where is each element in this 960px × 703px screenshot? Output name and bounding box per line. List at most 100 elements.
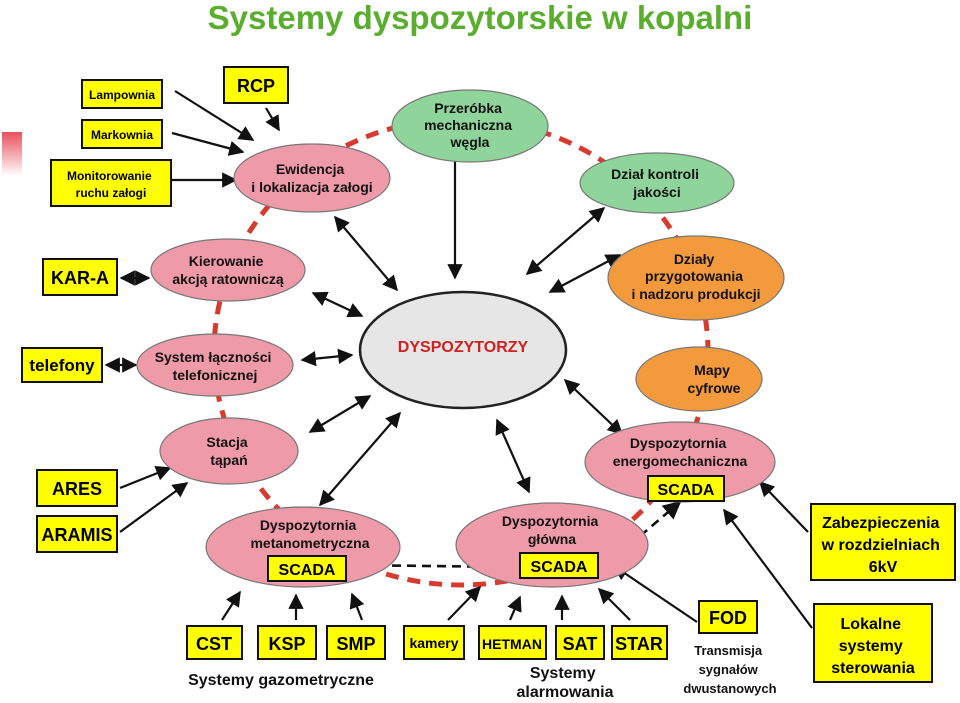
svg-text:Dział kontroli jakości: Dział kontroli jakości bbox=[611, 166, 703, 200]
node-stacja-tapan[interactable]: Stacja tąpań bbox=[159, 417, 299, 485]
center-node[interactable] bbox=[358, 290, 568, 410]
box-lokalne-line3: sterowania bbox=[831, 660, 915, 677]
arrow-rcp-ewidencja bbox=[265, 107, 280, 132]
box-monitorowanie-line1: Monitorowanie bbox=[67, 169, 152, 183]
arrow-aramis-stacja bbox=[119, 482, 189, 533]
box-sat[interactable] bbox=[555, 625, 605, 660]
node-ewidencja[interactable]: Ewidencja i lokalizacja załogi bbox=[233, 143, 391, 213]
svg-text:Przeróbka mechaniczna: Przeróbka mechaniczna węgla bbox=[424, 100, 516, 150]
node-glowna[interactable]: Dyspozytornia główna bbox=[455, 502, 649, 588]
box-sat-label: SAT bbox=[563, 634, 598, 654]
arrow-markownia-ewidencja bbox=[171, 131, 245, 156]
svg-text:Mapy cyfrowe: Mapy cyfrowe bbox=[688, 362, 741, 396]
box-lokalne[interactable] bbox=[813, 603, 933, 683]
node-dzialy-przygotowania[interactable]: Działy przygotowania i nadzoru produkcji bbox=[607, 235, 785, 321]
box-scada-energo[interactable] bbox=[647, 475, 725, 502]
arrow-center-kontrola bbox=[525, 206, 606, 276]
svg-text:Dyspozytornia główna: Dyspozytornia główna bbox=[502, 513, 602, 547]
box-ksp-label: KSP bbox=[268, 634, 305, 654]
svg-text:Działy przygotowania: Działy przygotowania i nadzoru produkcji bbox=[631, 251, 760, 302]
node-dzial-kontroli[interactable]: Dział kontroli jakości bbox=[579, 152, 735, 214]
arrow-center-system bbox=[300, 348, 354, 367]
node-metanometryczna[interactable]: Dyspozytornia metanometryczna bbox=[205, 506, 401, 588]
box-hetman[interactable] bbox=[478, 625, 547, 660]
box-scada-metano-label: SCADA bbox=[279, 562, 336, 579]
node-energo-line1: Dyspozytornia bbox=[630, 435, 727, 451]
box-smp[interactable] bbox=[326, 625, 386, 660]
box-scada-glowna[interactable] bbox=[519, 552, 599, 579]
node-kierowanie-line2: akcją ratowniczą bbox=[172, 271, 283, 287]
box-zabezpieczenia-line2: w rozdzielniach bbox=[821, 537, 940, 554]
svg-text:Zabezpieczenia w rozdzieln: Zabezpieczenia w rozdzielniach 6kV bbox=[821, 515, 945, 576]
arrow-center-energo bbox=[563, 378, 624, 436]
arrow-star-glowna bbox=[597, 587, 631, 621]
box-monitorowanie[interactable] bbox=[50, 159, 172, 207]
node-ewidencja-line1: Ewidencja bbox=[276, 161, 345, 177]
box-kamery[interactable] bbox=[403, 625, 465, 660]
node-kierowanie[interactable]: Kierowanie akcją ratowniczą bbox=[150, 238, 306, 302]
box-ares[interactable] bbox=[36, 469, 118, 507]
box-star-label: STAR bbox=[615, 634, 663, 654]
box-cst-label: CST bbox=[196, 634, 232, 654]
box-aramis[interactable] bbox=[36, 515, 118, 553]
box-markownia-label: Markownia bbox=[91, 128, 153, 142]
svg-text:Lokalne systemy sterow: Lokalne systemy sterowania bbox=[831, 616, 915, 677]
arrow-ares-stacja bbox=[119, 465, 172, 490]
node-energomechaniczna[interactable]: Dyspozytornia energomechaniczna bbox=[584, 421, 776, 503]
box-ares-label: ARES bbox=[52, 479, 102, 499]
node-system-line2: telefonicznej bbox=[173, 367, 258, 383]
box-rcp-label: RCP bbox=[237, 76, 275, 96]
arrow-center-glowna bbox=[495, 418, 531, 494]
svg-text:Transmisja sygnałów dw: Transmisja sygnałów dwustanowych bbox=[683, 643, 776, 696]
node-przerobka[interactable]: Przeróbka mechaniczna węgla bbox=[391, 89, 549, 163]
box-zabezpieczenia[interactable] bbox=[810, 503, 956, 581]
box-monitorowanie-line2: ruchu załogi bbox=[76, 186, 147, 200]
box-fod[interactable] bbox=[698, 600, 758, 634]
node-dzialy-line2: przygotowania bbox=[645, 268, 743, 284]
box-ksp[interactable] bbox=[257, 625, 317, 660]
decorative-shape bbox=[2, 132, 22, 176]
caption-transmisja-line1: Transmisja bbox=[694, 643, 763, 658]
box-rcp[interactable] bbox=[223, 66, 289, 104]
node-przerobka-line2: mechaniczna bbox=[424, 117, 512, 133]
node-przerobka-line3: węgla bbox=[450, 134, 490, 150]
box-lampownia-label: Lampownia bbox=[89, 88, 155, 102]
arrow-center-stacja bbox=[308, 395, 372, 433]
node-kierowanie-line1: Kierowanie bbox=[189, 253, 264, 269]
arrow-center-ewidencja bbox=[334, 215, 398, 292]
box-lokalne-line1: Lokalne bbox=[841, 616, 902, 633]
arrow-lampownia-ewidencja bbox=[174, 90, 255, 141]
node-dzialy-line1: Działy bbox=[674, 251, 715, 267]
node-mapy[interactable]: Mapy cyfrowe bbox=[635, 346, 763, 412]
box-aramis-label: ARAMIS bbox=[42, 525, 113, 545]
box-kar-a-label: KAR-A bbox=[51, 268, 109, 288]
node-stacja-line2: tąpań bbox=[210, 452, 247, 468]
box-star[interactable] bbox=[611, 625, 668, 660]
node-przerobka-line1: Przeróbka bbox=[434, 100, 502, 116]
node-ewidencja-line2: i lokalizacja załogi bbox=[251, 179, 372, 195]
node-energo-line2: energomechaniczna bbox=[613, 453, 748, 469]
box-scada-metano[interactable] bbox=[267, 555, 347, 582]
arrow-lokalne-energo bbox=[723, 508, 813, 629]
node-system-lacznosci[interactable]: System łączności telefonicznej bbox=[136, 333, 294, 397]
box-cst[interactable] bbox=[186, 625, 243, 660]
node-dzial-kontroli-line1: Dział kontroli bbox=[611, 166, 699, 182]
box-markownia[interactable] bbox=[81, 119, 163, 149]
box-kar-a[interactable] bbox=[42, 258, 118, 296]
arrow-kamery-glowna bbox=[447, 585, 482, 621]
caption-transmisja-line3: dwustanowych bbox=[683, 681, 776, 696]
node-stacja-line1: Stacja bbox=[206, 434, 247, 450]
box-lampownia[interactable] bbox=[81, 79, 163, 109]
caption-alarmowania-line1: Systemy bbox=[530, 665, 596, 682]
node-mapy-line2: cyfrowe bbox=[688, 380, 741, 396]
box-hetman-label: HETMAN bbox=[482, 636, 542, 652]
arrow-fod-glowna bbox=[612, 565, 698, 623]
node-glowna-line1: Dyspozytornia bbox=[502, 513, 599, 529]
page-title: Systemy dyspozytorskie w kopalni bbox=[208, 0, 753, 36]
svg-text:Kierowanie akcją ratowni: Kierowanie akcją ratowniczą bbox=[172, 253, 283, 287]
arrow-center-kierowanie bbox=[311, 291, 364, 318]
box-telefony-label: telefony bbox=[29, 356, 95, 375]
box-smp-label: SMP bbox=[336, 634, 375, 654]
box-telefony[interactable] bbox=[21, 347, 103, 383]
